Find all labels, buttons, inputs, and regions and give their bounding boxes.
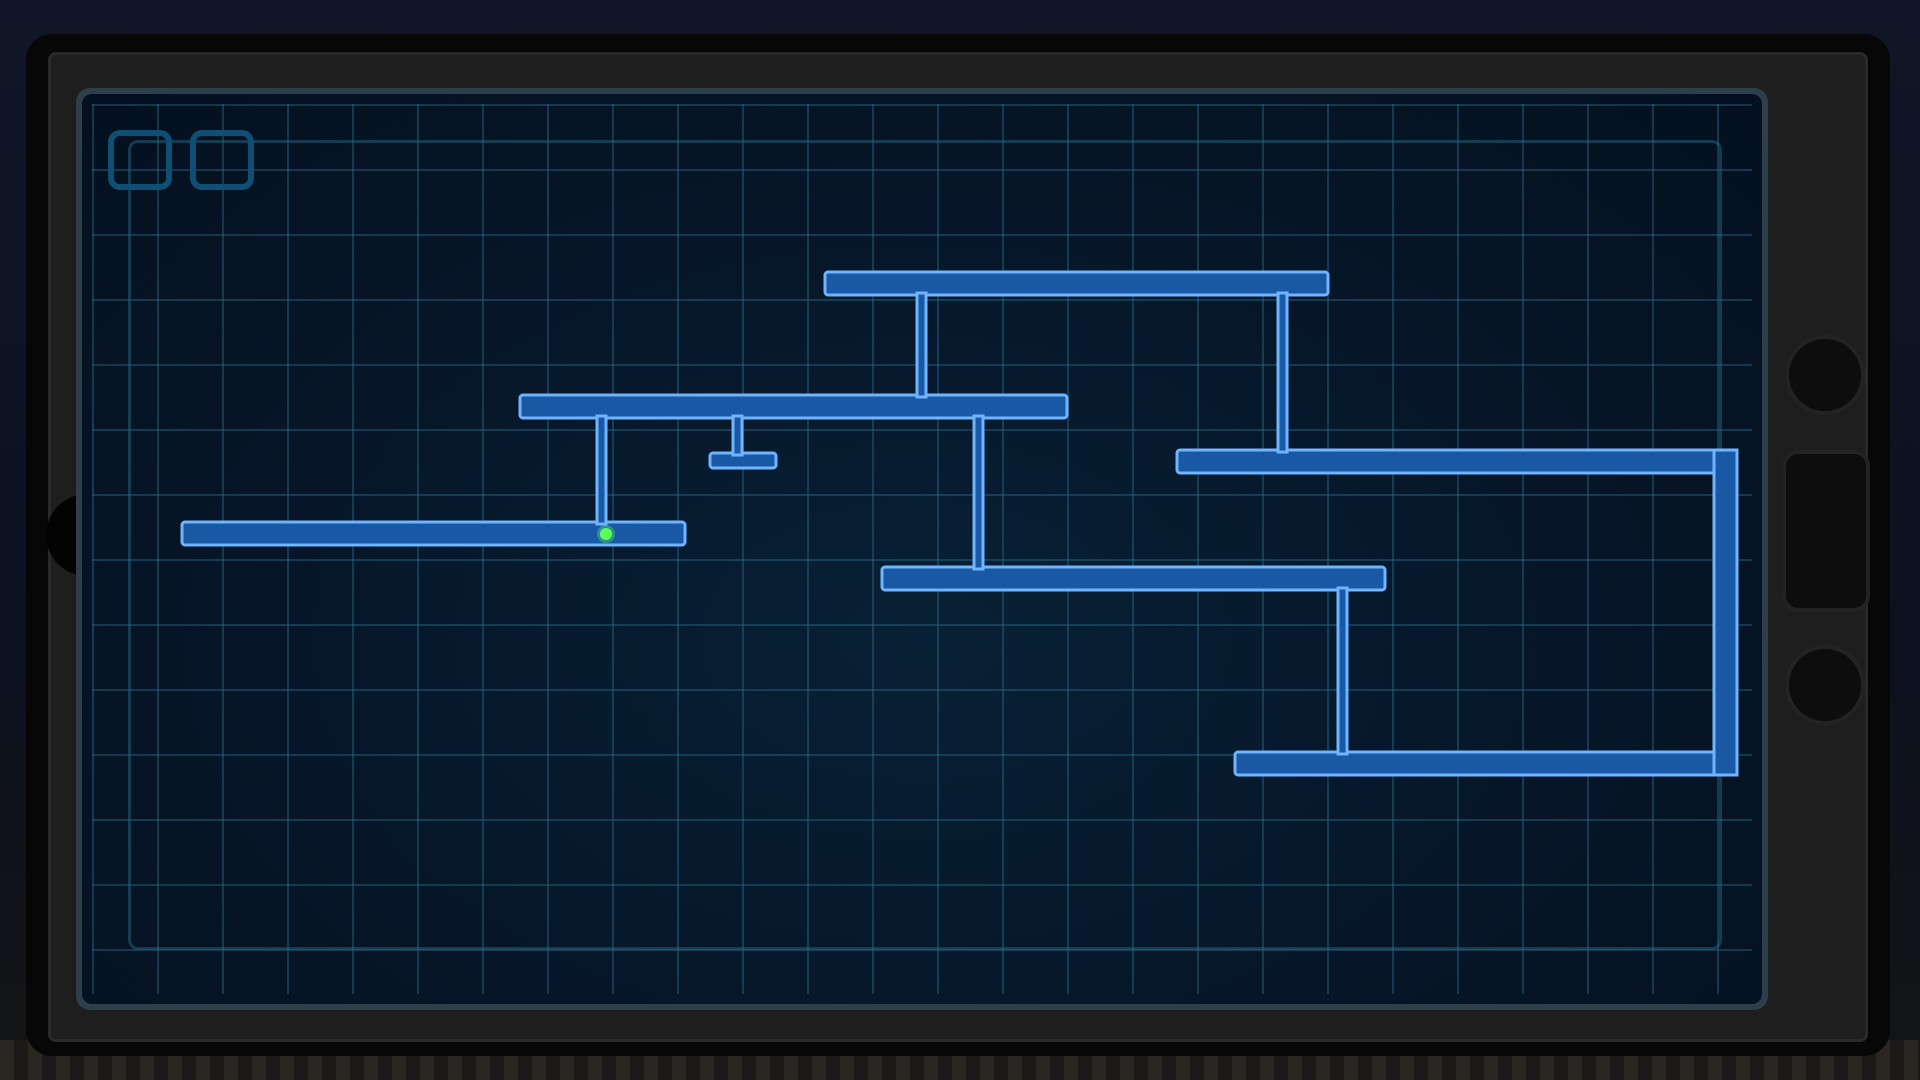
circuit-connector: [1712, 448, 1739, 777]
circuit-bar: [1175, 448, 1739, 475]
circuit-bar: [823, 270, 1330, 297]
circuit-connector: [595, 414, 608, 526]
circuit-connector: [1336, 586, 1349, 756]
device-screen: [82, 94, 1762, 1004]
middle-rect-button[interactable]: [1782, 450, 1870, 612]
circuit-bar: [1233, 750, 1739, 777]
top-round-button[interactable]: [1785, 335, 1865, 415]
circuit-bar: [880, 565, 1387, 592]
inventory-slot-2[interactable]: [190, 130, 254, 190]
circuit-bar: [518, 393, 1069, 420]
circuit-connector: [731, 414, 744, 457]
screen-grid: [92, 104, 1752, 994]
inventory-slot-1[interactable]: [108, 130, 172, 190]
player-signal-dot-core: [600, 528, 612, 540]
bottom-round-button[interactable]: [1785, 645, 1865, 725]
circuit-connector: [972, 414, 985, 571]
circuit-connector: [1276, 291, 1289, 454]
circuit-bar: [180, 520, 687, 547]
circuit-connector: [915, 291, 928, 399]
